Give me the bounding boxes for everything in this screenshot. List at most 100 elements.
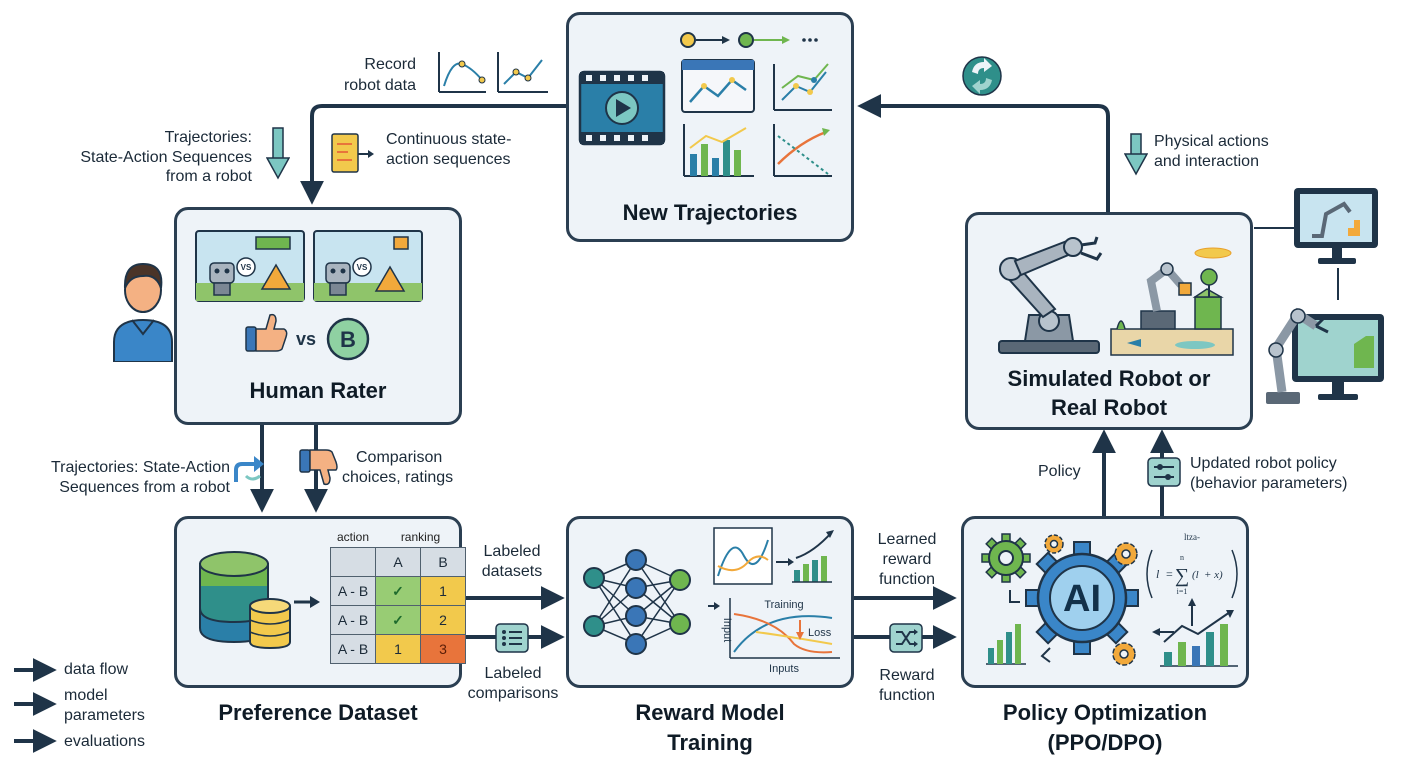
choice-b-badge: B: [326, 317, 370, 361]
vs-badge-right: VS: [352, 257, 372, 277]
vs-text: vs: [296, 329, 316, 349]
input-axis-label: Input: [721, 618, 733, 642]
monitor-connector-line: [1254, 227, 1339, 300]
label-traj-top-3: from a robot: [165, 168, 252, 185]
row-a-rank: 1: [375, 634, 421, 664]
svg-text:VS: VS: [241, 263, 252, 272]
reward-charts: Training Loss Inputs Input: [708, 527, 840, 675]
small-gear-left: [981, 533, 1031, 583]
large-ai-gear: [1025, 541, 1139, 655]
label-record-1: Record: [364, 56, 416, 73]
formula-term-end: + x): [1204, 569, 1223, 581]
row-b-rank: 2: [420, 605, 466, 635]
vs-badge-left: VS: [236, 257, 256, 277]
small-gear-bottom: [1112, 642, 1136, 666]
label-traj-top-2: State-Action Sequences: [80, 149, 252, 166]
sequence-dots-icon: [680, 32, 818, 48]
policy-bar-chart: [986, 624, 1026, 665]
loss-chart: Training Loss Inputs Input: [721, 598, 840, 675]
row-pair: A - B: [330, 634, 376, 664]
label-traj-top-1: Trajectories:: [164, 129, 252, 146]
label-comparison-1: Comparison: [356, 449, 443, 466]
formula-term: (l: [1192, 569, 1199, 581]
mini-bar-chart: [792, 530, 834, 583]
ai-label: AI: [1063, 578, 1101, 620]
policy-title-line1: Policy Optimization: [1002, 700, 1208, 725]
gear-icon: [981, 533, 1139, 666]
arrow-robot-to-newtraj: [857, 94, 1110, 212]
human-rater-illustrations: VS VS vs B: [195, 230, 423, 361]
training-label: Training: [764, 599, 803, 611]
checklist-icon: [495, 623, 529, 653]
row-pair: A - B: [330, 605, 376, 635]
table-header-ranking: ranking: [400, 530, 441, 544]
thumbs-up-icon: [245, 313, 288, 352]
neural-network-icon: [583, 549, 691, 655]
small-gear-orange: [1044, 534, 1064, 554]
new-trajectories-title: New Trajectories: [622, 200, 798, 225]
sliders-icon: [1147, 457, 1181, 487]
record-charts-icon: [438, 52, 548, 93]
mini-curve-chart: [713, 527, 773, 585]
table-col-b: B: [420, 547, 466, 577]
label-comparison-2: choices, ratings: [342, 469, 454, 486]
formula-sum-bottom: i=1: [1177, 587, 1188, 596]
label-labeled-datasets-1: Labeled: [483, 543, 541, 560]
legend-label-evaluations: evaluations: [64, 733, 145, 750]
video-icon: [578, 70, 666, 146]
reward-model-title-line2: Training: [667, 730, 753, 755]
table-col-a: A: [375, 547, 421, 577]
small-gear-right: [1114, 542, 1138, 566]
legend-label-parameters: parameters: [64, 707, 145, 724]
down-arrow-icon: [266, 127, 290, 180]
reward-model-title-line1: Reward Model: [635, 700, 785, 725]
monitor-icon: [1294, 188, 1378, 264]
inputs-label: Inputs: [769, 663, 799, 675]
legend-label-model: model: [64, 687, 108, 704]
scene-illustration: [1110, 247, 1234, 356]
thumbs-down-icon: [299, 449, 338, 486]
label-updated-policy-2: (behavior parameters): [1190, 475, 1348, 492]
shuffle-icon: [889, 623, 923, 653]
comparison-panel-left: [195, 230, 305, 302]
policy-formula-chart: ltza- l = n ∑ i=1 (l + x): [1146, 532, 1238, 667]
formula-lhs: l: [1156, 567, 1160, 581]
label-record-2: robot data: [343, 77, 416, 94]
row-b-rank: 3: [420, 634, 466, 664]
label-physical-1: Physical actions: [1154, 133, 1269, 150]
database-icon: [199, 551, 291, 650]
legend-label-data-flow: data flow: [64, 661, 129, 678]
cycle-icon: [962, 56, 1002, 96]
robot-title-line1: Simulated Robot or: [1007, 366, 1211, 391]
line-chart-icon: [681, 59, 755, 113]
reward-model-box[interactable]: [566, 516, 854, 688]
row-pair: A - B: [330, 576, 376, 606]
label-policy: Policy: [1038, 463, 1081, 480]
table-corner-cell: [330, 547, 376, 577]
new-trajectories-illustrations: [578, 32, 832, 177]
svg-text:VS: VS: [357, 263, 368, 272]
label-continuous-2: action sequences: [386, 151, 511, 168]
row-a-check: ✓: [375, 605, 421, 635]
label-learned-3: function: [878, 571, 936, 588]
down-arrow-physical-icon: [1124, 133, 1148, 176]
table-row: A - B 1 3: [330, 634, 466, 664]
trend-chart-icon: [773, 124, 832, 177]
label-traj-bottom-1: Trajectories: State-Action: [50, 459, 230, 476]
row-b-rank: 1: [420, 576, 466, 606]
robot-arm-icon: [998, 236, 1103, 354]
policy-trend-chart: [1160, 610, 1238, 667]
table-header-action: action: [336, 530, 370, 544]
table-row: A - B ✓ 2: [330, 605, 466, 635]
label-continuous-1: Continuous state-: [386, 131, 512, 148]
human-rater-title: Human Rater: [249, 378, 387, 403]
label-learned-2: reward: [882, 551, 932, 568]
robot-arm-illustration: [998, 236, 1234, 356]
arrow-newtraj-to-rater: [300, 104, 566, 205]
svg-text:∑: ∑: [1175, 565, 1189, 587]
table-row: A - B ✓ 1: [330, 576, 466, 606]
label-traj-bottom-2: Sequences from a robot: [59, 479, 230, 496]
label-labeled-comparisons-2: comparisons: [467, 685, 559, 702]
preference-dataset-title: Preference Dataset: [218, 700, 418, 725]
label-learned-1: Learned: [877, 531, 937, 548]
